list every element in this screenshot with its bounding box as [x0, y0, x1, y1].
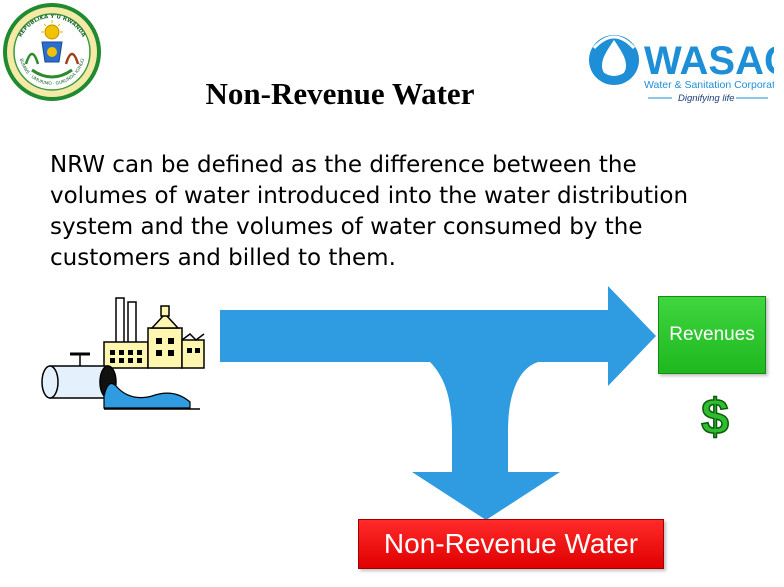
nrw-flow-arrow: [412, 362, 560, 520]
svg-text:WASAC: WASAC: [644, 39, 774, 83]
definition-line-3: system and the volumes of water consumed…: [50, 214, 643, 240]
definition-line-1: NRW can be defined as the difference bet…: [50, 152, 637, 178]
definition-line-4: customers and billed to them.: [50, 245, 396, 271]
wasac-logo: WASAC Water & Sanitation Corporation Dig…: [589, 35, 774, 104]
definition-line-2: volumes of water introduced into the wat…: [50, 183, 689, 209]
water-plant-icon: [41, 297, 205, 410]
svg-text:Dignifying life: Dignifying life: [678, 93, 735, 104]
revenues-box: Revenues: [658, 296, 766, 374]
non-revenue-water-box: Non-Revenue Water: [358, 519, 664, 569]
svg-text:Water & Sanitation Corporation: Water & Sanitation Corporation: [644, 79, 774, 91]
definition-paragraph: NRW can be defined as the difference bet…: [50, 150, 750, 274]
page-title: Non-Revenue Water: [205, 76, 475, 111]
dollar-sign-icon: $: [700, 388, 729, 446]
rwanda-seal-icon: REPUBLIKA Y'U RWANDA UBUMWE · UMURIMO · …: [2, 2, 101, 101]
flow-arrows: [220, 286, 656, 520]
revenue-flow-arrow: [220, 286, 656, 386]
